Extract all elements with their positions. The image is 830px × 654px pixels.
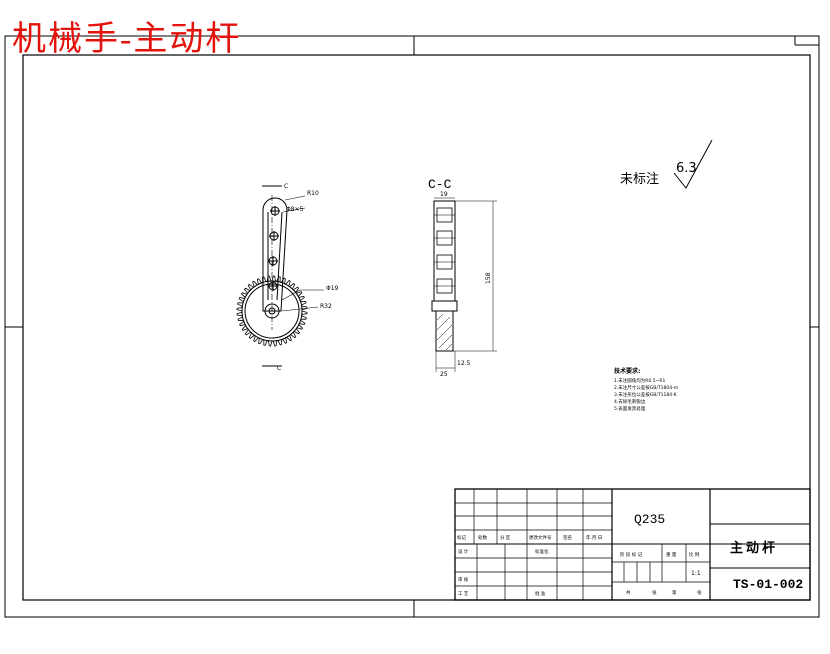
scale: 1:1 bbox=[691, 570, 701, 577]
label-sheet-total-unit: 张 bbox=[652, 589, 657, 596]
label-weight: 重 量 bbox=[666, 551, 677, 558]
tech-line-2: 2.未注尺寸公差按GB/T1804-m bbox=[614, 384, 678, 391]
section-view bbox=[431, 197, 497, 372]
label-sheet-total: 共 bbox=[626, 589, 631, 596]
dim-r32: R32 bbox=[320, 303, 332, 310]
tech-requirements: 技术要求: 1.未注圆角均为R0.5~R1 2.未注尺寸公差按GB/T1804-… bbox=[614, 367, 678, 412]
tech-line-4: 4.去除毛刺锐边 bbox=[614, 398, 646, 405]
roughness-note: 未标注 bbox=[620, 172, 659, 187]
dim-h158: 158 bbox=[485, 272, 492, 284]
lever-arm-outline bbox=[262, 197, 288, 312]
dim-r10: R10 bbox=[307, 190, 319, 197]
section-label: C-C bbox=[428, 177, 452, 192]
material: Q235 bbox=[634, 512, 665, 527]
drawing-number: TS-01-002 bbox=[733, 577, 803, 592]
section-ribs bbox=[434, 207, 455, 294]
tech-line-3: 3.未注形位公差按GB/T1184-K bbox=[614, 391, 678, 398]
label-approve: 批 准 bbox=[535, 590, 546, 597]
roughness-value: 6.3 bbox=[676, 161, 697, 176]
roughness-symbol bbox=[673, 139, 713, 189]
dim-hole: Φ8×5 bbox=[286, 206, 304, 213]
main-view bbox=[236, 185, 324, 367]
lever-holes bbox=[268, 206, 280, 291]
label-sheet-no-unit: 张 bbox=[697, 589, 702, 596]
dim-w19: 19 bbox=[440, 191, 448, 198]
dim-d125: 12.5 bbox=[457, 360, 471, 367]
label-stage: 阶 段 标 记 bbox=[620, 551, 643, 558]
row-label-count: 处数 bbox=[478, 534, 487, 541]
label-design: 设 计 bbox=[458, 548, 469, 555]
dim-dia19: Φ19 bbox=[326, 285, 339, 292]
part-name: 主动杆 bbox=[730, 540, 778, 556]
label-review: 审 核 bbox=[458, 576, 469, 583]
tech-line-5: 5.表面发黑处理 bbox=[614, 405, 646, 412]
banner-title: 机械手-主动杆 bbox=[12, 20, 241, 58]
label-standardize: 标准化 bbox=[535, 548, 549, 555]
label-scale: 比 例 bbox=[689, 551, 700, 558]
dim-d25: 25 bbox=[440, 371, 448, 378]
cut-marker-bottom: C bbox=[277, 365, 281, 372]
lever-arm-inner bbox=[267, 211, 283, 301]
cut-marker-top: C bbox=[284, 183, 288, 190]
row-label-date: 年.月.日 bbox=[586, 534, 602, 541]
tech-title: 技术要求: bbox=[614, 367, 640, 375]
row-label-mark: 标记 bbox=[457, 534, 466, 541]
row-label-sign: 签名 bbox=[563, 534, 572, 541]
label-sheet-no: 第 bbox=[672, 589, 677, 596]
row-label-docno: 更改文件号 bbox=[529, 534, 552, 541]
title-block bbox=[454, 488, 811, 601]
tech-line-1: 1.未注圆角均为R0.5~R1 bbox=[614, 377, 665, 384]
row-label-zone: 分 区 bbox=[500, 534, 511, 541]
drawing-frame bbox=[4, 35, 820, 618]
label-process: 工 艺 bbox=[458, 591, 469, 597]
